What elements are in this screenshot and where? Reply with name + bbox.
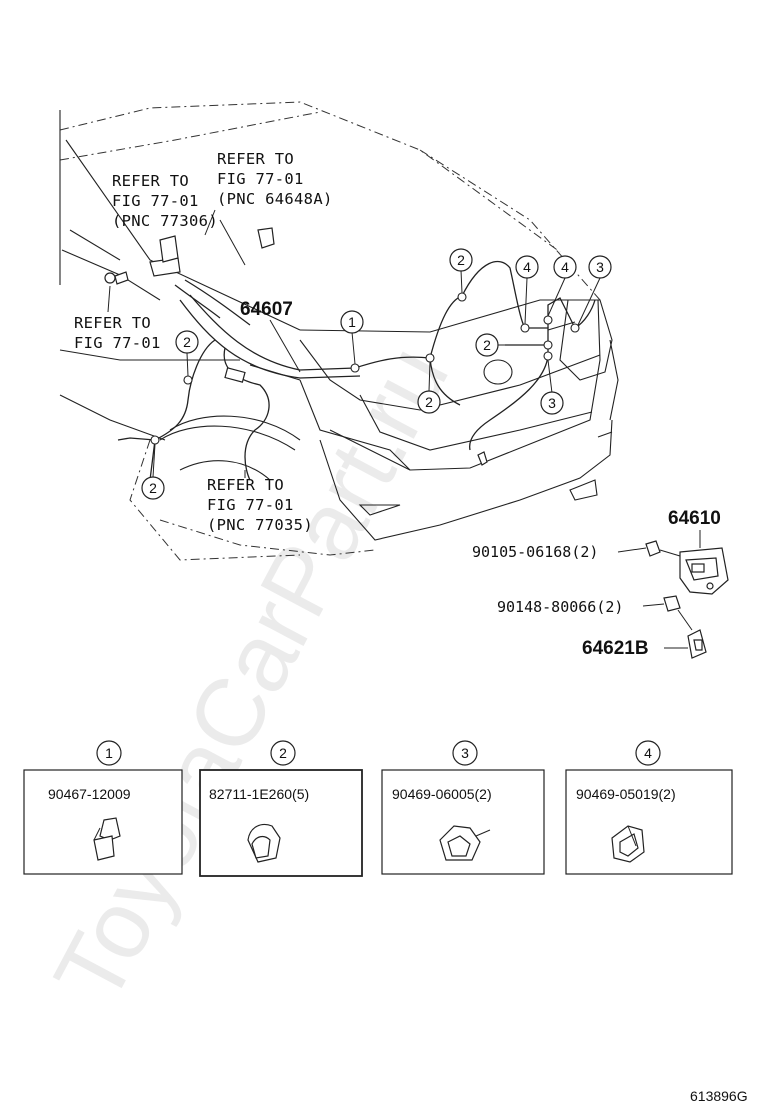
part-number-wire: 64607 <box>240 299 293 320</box>
watermark: ToyotaCarPart.ru <box>34 329 469 1020</box>
svg-text:REFER TO: REFER TO <box>112 172 189 190</box>
clip-4-code: 90469-05019(2) <box>576 786 676 802</box>
svg-text:REFER TO: REFER TO <box>207 476 284 494</box>
callout-2: 2 <box>457 252 465 268</box>
svg-text:FIG 77-01: FIG 77-01 <box>207 496 294 514</box>
clip-2-number: 2 <box>279 745 287 761</box>
refer-label-bottom: REFER TO FIG 77-01 (PNC 77035) <box>207 470 313 534</box>
callout-4b: 4 <box>561 259 569 275</box>
clip-4-number: 4 <box>644 745 652 761</box>
clip-1: 1 90467-12009 <box>23 740 183 875</box>
svg-text:REFER TO: REFER TO <box>74 314 151 332</box>
part-number-lock: 64610 <box>668 508 721 529</box>
car-body-outline <box>59 101 619 561</box>
callout-4: 4 <box>523 259 531 275</box>
lock-assembly: 64610 90105-06168(2) 90148-80066(2) 6462… <box>472 508 729 659</box>
wire-harness <box>104 209 596 481</box>
refer-label-top-center: REFER TO FIG 77-01 (PNC 64648A) <box>217 150 333 208</box>
part-number-bolt2: 90148-80066(2) <box>497 598 623 616</box>
diagram-callouts: 1 2 4 4 3 2 3 2 2 2 <box>141 248 612 500</box>
svg-text:FIG 77-01: FIG 77-01 <box>74 334 161 352</box>
callout-2e: 2 <box>149 480 157 496</box>
clip-2-code: 82711-1E260(5) <box>209 786 309 802</box>
svg-text:(PNC 64648A): (PNC 64648A) <box>217 190 333 208</box>
callout-2d: 2 <box>183 334 191 350</box>
clip-legend: 1 90467-12009 2 82711-1E260(5) 3 90469-0… <box>23 740 733 877</box>
clip-1-code: 90467-12009 <box>48 786 131 802</box>
refer-label-top-left: REFER TO FIG 77-01 (PNC 77306) <box>112 172 218 230</box>
part-number-striker: 64621B <box>582 638 649 659</box>
clip-4: 4 90469-05019(2) <box>565 740 733 875</box>
refer-label-left: REFER TO FIG 77-01 <box>74 285 161 352</box>
clip-3-code: 90469-06005(2) <box>392 786 492 802</box>
clip-2: 2 82711-1E260(5) <box>199 740 363 877</box>
figure-id: 613896G <box>690 1088 748 1104</box>
callout-2c: 2 <box>425 394 433 410</box>
clip-3: 3 90469-06005(2) <box>381 740 545 875</box>
clip-3-number: 3 <box>461 745 469 761</box>
part-number-bolt1: 90105-06168(2) <box>472 543 598 561</box>
svg-text:(PNC 77306): (PNC 77306) <box>112 212 218 230</box>
callout-3: 3 <box>596 259 604 275</box>
svg-text:REFER TO: REFER TO <box>217 150 294 168</box>
callout-1: 1 <box>348 314 356 330</box>
clip-1-number: 1 <box>105 745 113 761</box>
svg-text:(PNC 77035): (PNC 77035) <box>207 516 313 534</box>
callout-3b: 3 <box>548 395 556 411</box>
svg-text:FIG 77-01: FIG 77-01 <box>112 192 199 210</box>
callout-2b: 2 <box>483 337 491 353</box>
svg-text:FIG 77-01: FIG 77-01 <box>217 170 304 188</box>
